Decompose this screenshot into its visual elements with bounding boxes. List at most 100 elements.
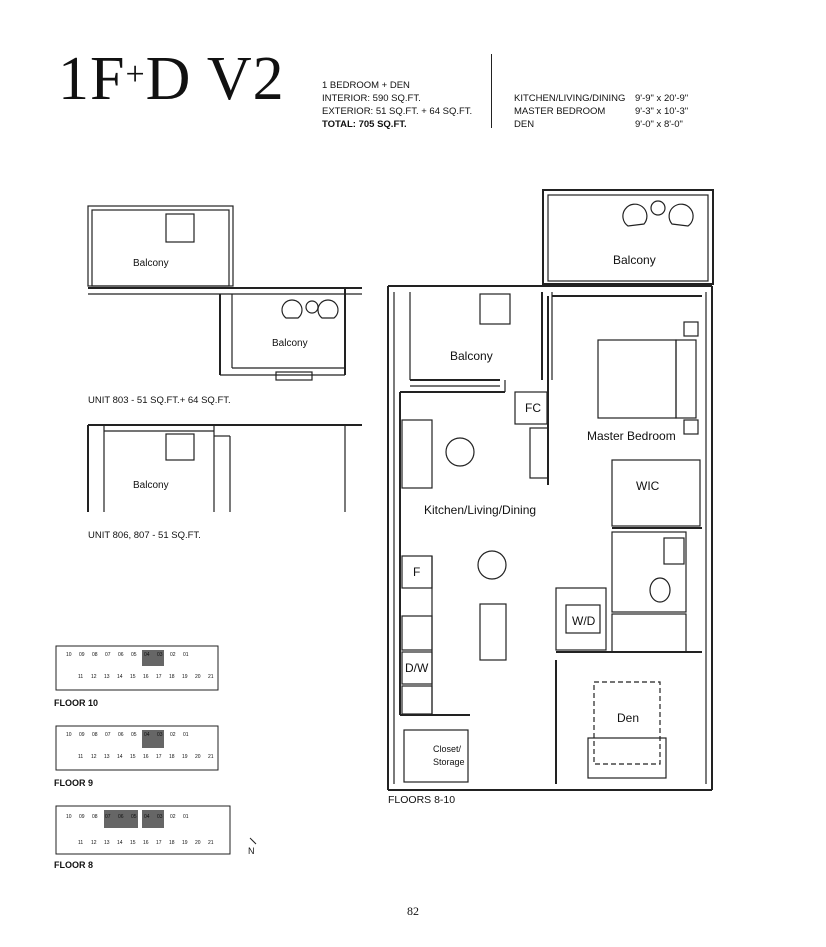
keyplan-unit-number: 15 <box>130 840 136 846</box>
keyplan-unit-number: 08 <box>92 814 98 820</box>
keyplan-unit-number: 19 <box>182 840 188 846</box>
keyplan-unit-number: 10 <box>66 652 72 658</box>
keyplan-unit-number: 08 <box>92 652 98 658</box>
keyplan-unit-number: 02 <box>170 732 176 738</box>
keyplan-unit-number: 07 <box>105 814 111 820</box>
keyplan-unit-number: 14 <box>117 674 123 680</box>
room-label-balcony: Balcony <box>272 338 308 349</box>
room-label-storage: Storage <box>433 757 465 767</box>
exterior-area: EXTERIOR: 51 SQ.FT. + 64 SQ.FT. <box>322 106 473 117</box>
page-number: 82 <box>407 904 419 918</box>
room-label-balcony: Balcony <box>133 480 169 491</box>
keyplan-label: FLOOR 9 <box>54 778 94 788</box>
keyplan-unit-number: 04 <box>144 732 150 738</box>
keyplan-unit-number: 16 <box>143 754 149 760</box>
room-label-kitchen: Kitchen/Living/Dining <box>424 503 536 517</box>
keyplan-unit-number: 01 <box>183 652 189 658</box>
room-label-fc: FC <box>525 401 541 415</box>
keyplan-unit-number: 17 <box>156 754 162 760</box>
room-label-master-bedroom: Master Bedroom <box>587 429 676 443</box>
keyplan-unit-number: 05 <box>131 732 137 738</box>
main-unit-plan <box>387 189 714 791</box>
keyplan-unit-number: 20 <box>195 840 201 846</box>
plan-title: 1F+D V2 <box>58 45 285 113</box>
keyplan-unit-number: 07 <box>105 652 111 658</box>
caption-unit-803: UNIT 803 - 51 SQ.FT.+ 64 SQ.FT. <box>88 395 231 406</box>
keyplan-unit-number: 18 <box>169 674 175 680</box>
room-label-balcony: Balcony <box>613 253 656 267</box>
keyplan-outlines <box>55 645 231 855</box>
keyplan-unit-number: 13 <box>104 674 110 680</box>
keyplan-unit-number: 11 <box>78 674 84 680</box>
caption-unit-806: UNIT 806, 807 - 51 SQ.FT. <box>88 530 201 541</box>
keyplan-unit-number: 19 <box>182 674 188 680</box>
keyplan-unit-number: 17 <box>156 840 162 846</box>
keyplan-highlights <box>104 650 164 828</box>
keyplan-unit-number: 21 <box>208 674 214 680</box>
total-area: TOTAL: 705 SQ.FT. <box>322 119 407 130</box>
keyplan-unit-number: 02 <box>170 814 176 820</box>
keyplan-unit-number: 16 <box>143 674 149 680</box>
unit-803-plan <box>87 205 362 381</box>
keyplan-unit-number: 09 <box>79 652 85 658</box>
keyplan-unit-number: 04 <box>144 814 150 820</box>
room-label-wic: WIC <box>636 479 660 493</box>
north-arrow <box>249 837 257 845</box>
keyplan-unit-number: 04 <box>144 652 150 658</box>
keyplan-unit-number: 10 <box>66 732 72 738</box>
keyplan-unit-number: 11 <box>78 754 84 760</box>
keyplan-unit-number: 17 <box>156 674 162 680</box>
keyplan-unit-number: 21 <box>208 754 214 760</box>
keyplan-unit-number: 18 <box>169 754 175 760</box>
unit-806-plan <box>87 424 362 512</box>
keyplan-label: FLOOR 10 <box>54 698 99 708</box>
caption-floors: FLOORS 8-10 <box>388 794 456 806</box>
keyplan-unit-number: 13 <box>104 754 110 760</box>
keyplan-unit-number: 05 <box>131 652 137 658</box>
keyplan-unit-number: 16 <box>143 840 149 846</box>
keyplan-unit-number: 09 <box>79 814 85 820</box>
keyplan-unit-number: 11 <box>78 840 84 846</box>
keyplan-unit-number: 03 <box>157 814 163 820</box>
keyplan-unit-number: 03 <box>157 732 163 738</box>
keyplan-unit-number: 06 <box>118 814 124 820</box>
room-label-wd: W/D <box>572 614 596 628</box>
keyplan-unit-number: 09 <box>79 732 85 738</box>
keyplan-unit-number: 12 <box>91 674 97 680</box>
keyplan-unit-number: 07 <box>105 732 111 738</box>
keyplan-unit-number: 21 <box>208 840 214 846</box>
room-label-balcony: Balcony <box>133 258 169 269</box>
keyplan-unit-number: 05 <box>131 814 137 820</box>
keyplan-unit-number: 10 <box>66 814 72 820</box>
keyplan-unit-number: 13 <box>104 840 110 846</box>
keyplan-unit-number: 14 <box>117 840 123 846</box>
room-label-dw: D/W <box>405 661 429 675</box>
unit-type: 1 BEDROOM + DEN <box>322 80 410 91</box>
unit-specs: 1 BEDROOM + DEN INTERIOR: 590 SQ.FT. EXT… <box>322 79 472 131</box>
north-label: N <box>248 846 255 856</box>
spec-divider <box>491 54 492 128</box>
keyplan-unit-number: 14 <box>117 754 123 760</box>
keyplan-unit-number: 18 <box>169 840 175 846</box>
keyplan-unit-number: 08 <box>92 732 98 738</box>
keyplan-unit-number: 01 <box>183 732 189 738</box>
keyplan-unit-number: 06 <box>118 652 124 658</box>
keyplan-unit-number: 12 <box>91 754 97 760</box>
room-label-balcony: Balcony <box>450 349 493 363</box>
keyplan-unit-number: 03 <box>157 652 163 658</box>
room-label-f: F <box>413 565 420 579</box>
interior-area: INTERIOR: 590 SQ.FT. <box>322 93 421 104</box>
keyplan-unit-number: 02 <box>170 652 176 658</box>
keyplan-label: FLOOR 8 <box>54 860 94 870</box>
keyplan-unit-number: 20 <box>195 674 201 680</box>
keyplan-unit-number: 15 <box>130 754 136 760</box>
keyplan-unit-number: 12 <box>91 840 97 846</box>
room-label-closet: Closet/ <box>433 744 462 754</box>
keyplan-unit-number: 06 <box>118 732 124 738</box>
room-label-den: Den <box>617 711 639 725</box>
